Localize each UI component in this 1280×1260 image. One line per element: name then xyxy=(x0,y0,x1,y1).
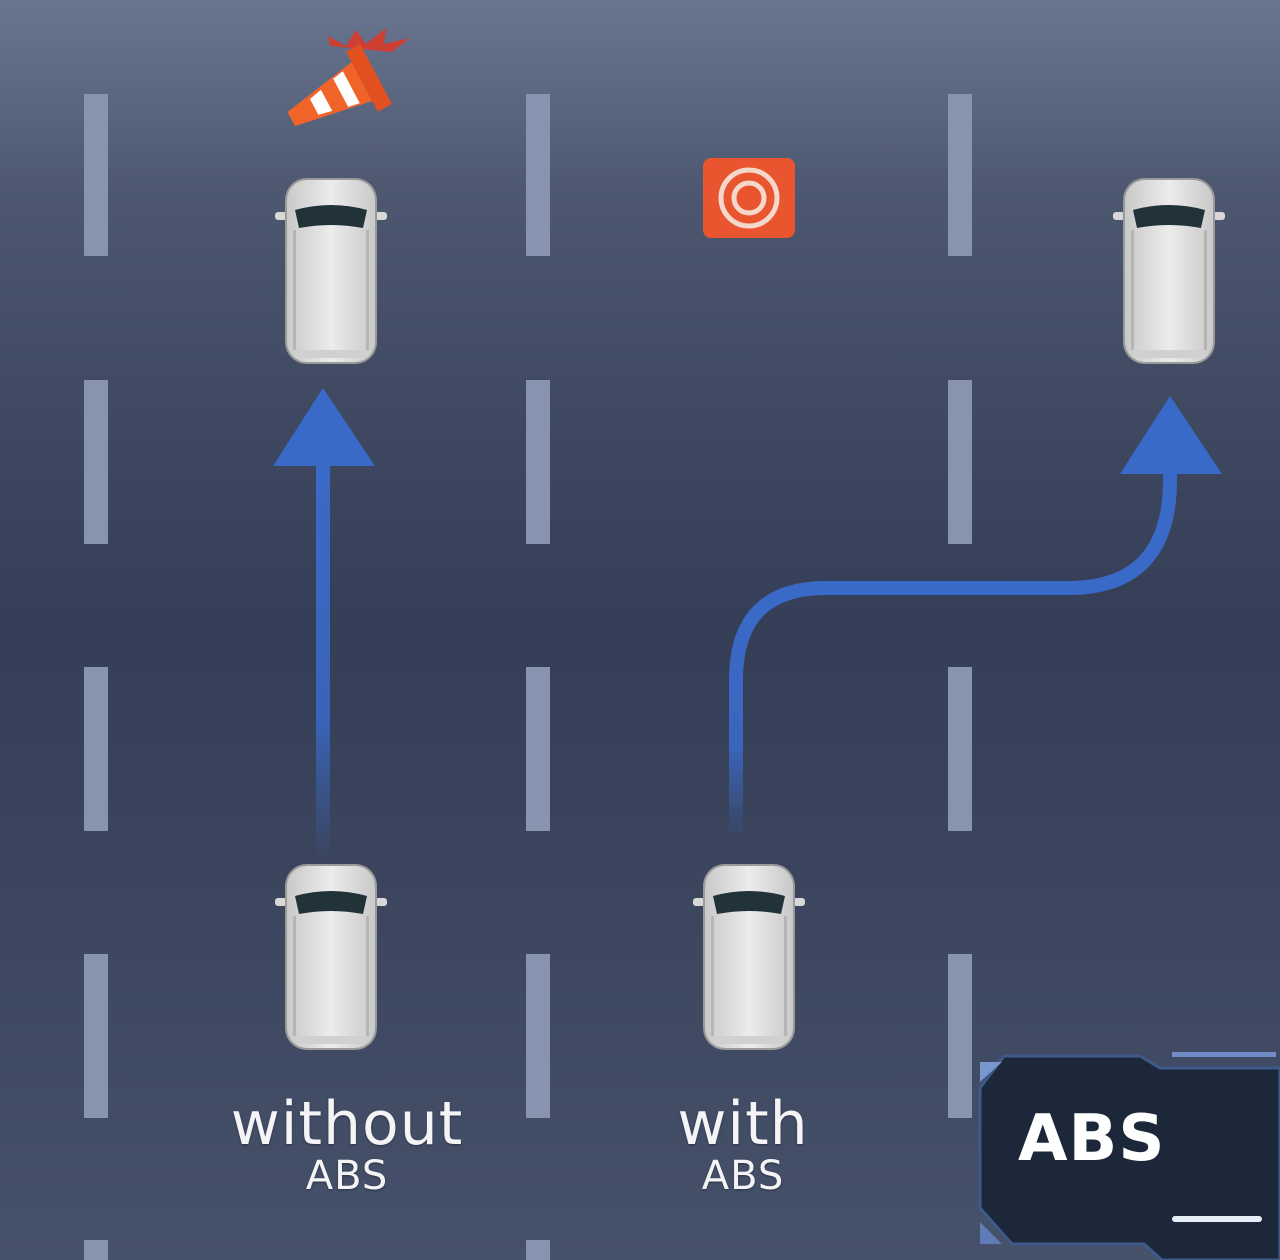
label-without-line1: without xyxy=(230,1089,464,1159)
lane-dash xyxy=(948,667,972,831)
lane-dash xyxy=(526,667,550,831)
arrow-up-icon xyxy=(273,388,375,862)
label-without-line2: ABS xyxy=(305,1153,389,1199)
lane-dash xyxy=(948,954,972,1118)
lane-dash xyxy=(84,380,108,544)
car-icon xyxy=(693,864,805,1050)
traffic-cone-icon xyxy=(287,28,410,127)
abs-badge-text: ABS xyxy=(1018,1102,1166,1176)
lane-dash xyxy=(526,954,550,1118)
lane-dash xyxy=(84,94,108,256)
lane-dash xyxy=(948,380,972,544)
label-without-abs: without ABS xyxy=(197,1094,497,1198)
label-with-line1: with xyxy=(677,1089,809,1159)
label-with-line2: ABS xyxy=(701,1153,785,1199)
arrow-curve-right-icon xyxy=(729,396,1222,840)
lane-dash xyxy=(526,380,550,544)
lane-dash xyxy=(526,94,550,256)
lane-dash xyxy=(84,667,108,831)
car-icon xyxy=(275,178,387,364)
car-icon xyxy=(275,864,387,1050)
lane-dash xyxy=(526,1240,550,1260)
abs-badge xyxy=(978,1052,1280,1260)
lane-dash xyxy=(84,954,108,1118)
lane-dash xyxy=(948,94,972,256)
lane-markings xyxy=(84,94,972,1260)
label-with-abs: with ABS xyxy=(593,1094,893,1198)
car-icon xyxy=(1113,178,1225,364)
hazard-target-icon xyxy=(703,158,795,238)
lane-dash xyxy=(84,1240,108,1260)
